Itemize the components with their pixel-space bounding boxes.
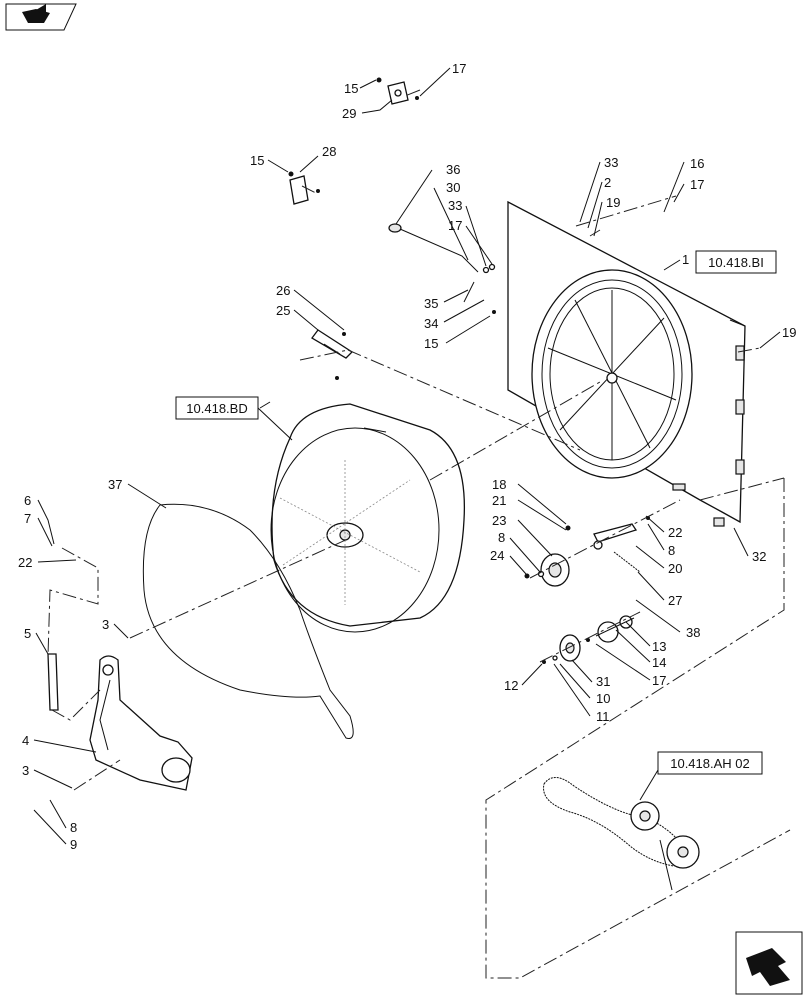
callout-label: 15	[424, 336, 438, 351]
callout-label: 2	[604, 175, 611, 190]
callout-label: 19	[782, 325, 796, 340]
callout-label: 8	[498, 530, 505, 545]
callout-label: 23	[492, 513, 506, 528]
book-arrow-icon[interactable]	[5, 3, 77, 31]
rod-30	[388, 223, 496, 314]
callout-labels: 15 29 17 15 28 36 30 33 17 35 34 15 33 2…	[18, 61, 796, 852]
pulley-23	[524, 525, 571, 587]
reference-label: 10.418.AH 02	[670, 756, 750, 771]
bracket-5	[47, 653, 59, 711]
callout-label: 19	[606, 195, 620, 210]
support-arm-4	[89, 655, 193, 791]
fan-shroud-panel	[507, 200, 746, 527]
reference-box-10-418-bd[interactable]: 10.418.BD	[175, 396, 259, 420]
reference-label: 10.418.BI	[708, 255, 764, 270]
reference-box-10-418-bi[interactable]: 10.418.BI	[695, 250, 777, 274]
callout-label: 12	[504, 678, 518, 693]
callout-label: 35	[424, 296, 438, 311]
belt-37	[142, 503, 354, 740]
sprocket-assembly-13	[586, 615, 635, 643]
callout-label: 4	[22, 733, 29, 748]
bracket-29	[376, 77, 419, 105]
reference-label: 10.418.BD	[186, 401, 247, 416]
callout-label: 14	[652, 655, 666, 670]
callout-label: 24	[490, 548, 504, 563]
callout-label: 17	[448, 218, 462, 233]
callout-label: 37	[108, 477, 122, 492]
callout-label: 17	[452, 61, 466, 76]
reference-box-10-418-ah-02[interactable]: 10.418.AH 02	[657, 751, 763, 775]
callout-label: 22	[18, 555, 32, 570]
callout-label: 17	[652, 673, 666, 688]
callout-label: 20	[668, 561, 682, 576]
callout-label: 9	[70, 837, 77, 852]
callout-label: 25	[276, 303, 290, 318]
callout-label: 3	[102, 617, 109, 632]
callout-label: 28	[322, 144, 336, 159]
callout-label: 21	[492, 493, 506, 508]
assembly-centerlines	[47, 89, 791, 979]
leader-lines	[33, 67, 781, 845]
bracket-25	[311, 329, 354, 380]
bracket-28	[288, 171, 320, 205]
callout-label: 15	[344, 81, 358, 96]
callout-label: 30	[446, 180, 460, 195]
callout-label: 5	[24, 626, 31, 641]
callout-label: 29	[342, 106, 356, 121]
callout-label: 16	[690, 156, 704, 171]
callout-label: 8	[668, 543, 675, 558]
callout-label: 3	[22, 763, 29, 778]
callout-label: 27	[668, 593, 682, 608]
callout-label: 11	[596, 709, 610, 724]
callout-label: 15	[250, 153, 264, 168]
callout-label: 6	[24, 493, 31, 508]
callout-label: 8	[70, 820, 77, 835]
callout-label: 33	[604, 155, 618, 170]
fan-drum	[270, 403, 466, 633]
callout-label: 7	[24, 511, 31, 526]
callout-label: 10	[596, 691, 610, 706]
callout-label: 31	[596, 674, 610, 689]
callout-label: 32	[752, 549, 766, 564]
callout-label: 17	[690, 177, 704, 192]
callout-label: 34	[424, 316, 438, 331]
callout-label: 36	[446, 162, 460, 177]
callout-label: 26	[276, 283, 290, 298]
callout-label: 18	[492, 477, 506, 492]
next-page-arrow-icon[interactable]	[735, 931, 803, 995]
callout-label: 33	[448, 198, 462, 213]
pulley-31	[542, 634, 581, 664]
callout-label: 13	[652, 639, 666, 654]
callout-label: 38	[686, 625, 700, 640]
callout-label: 22	[668, 525, 682, 540]
chain-drive	[543, 777, 700, 891]
callout-label: 1	[682, 252, 689, 267]
